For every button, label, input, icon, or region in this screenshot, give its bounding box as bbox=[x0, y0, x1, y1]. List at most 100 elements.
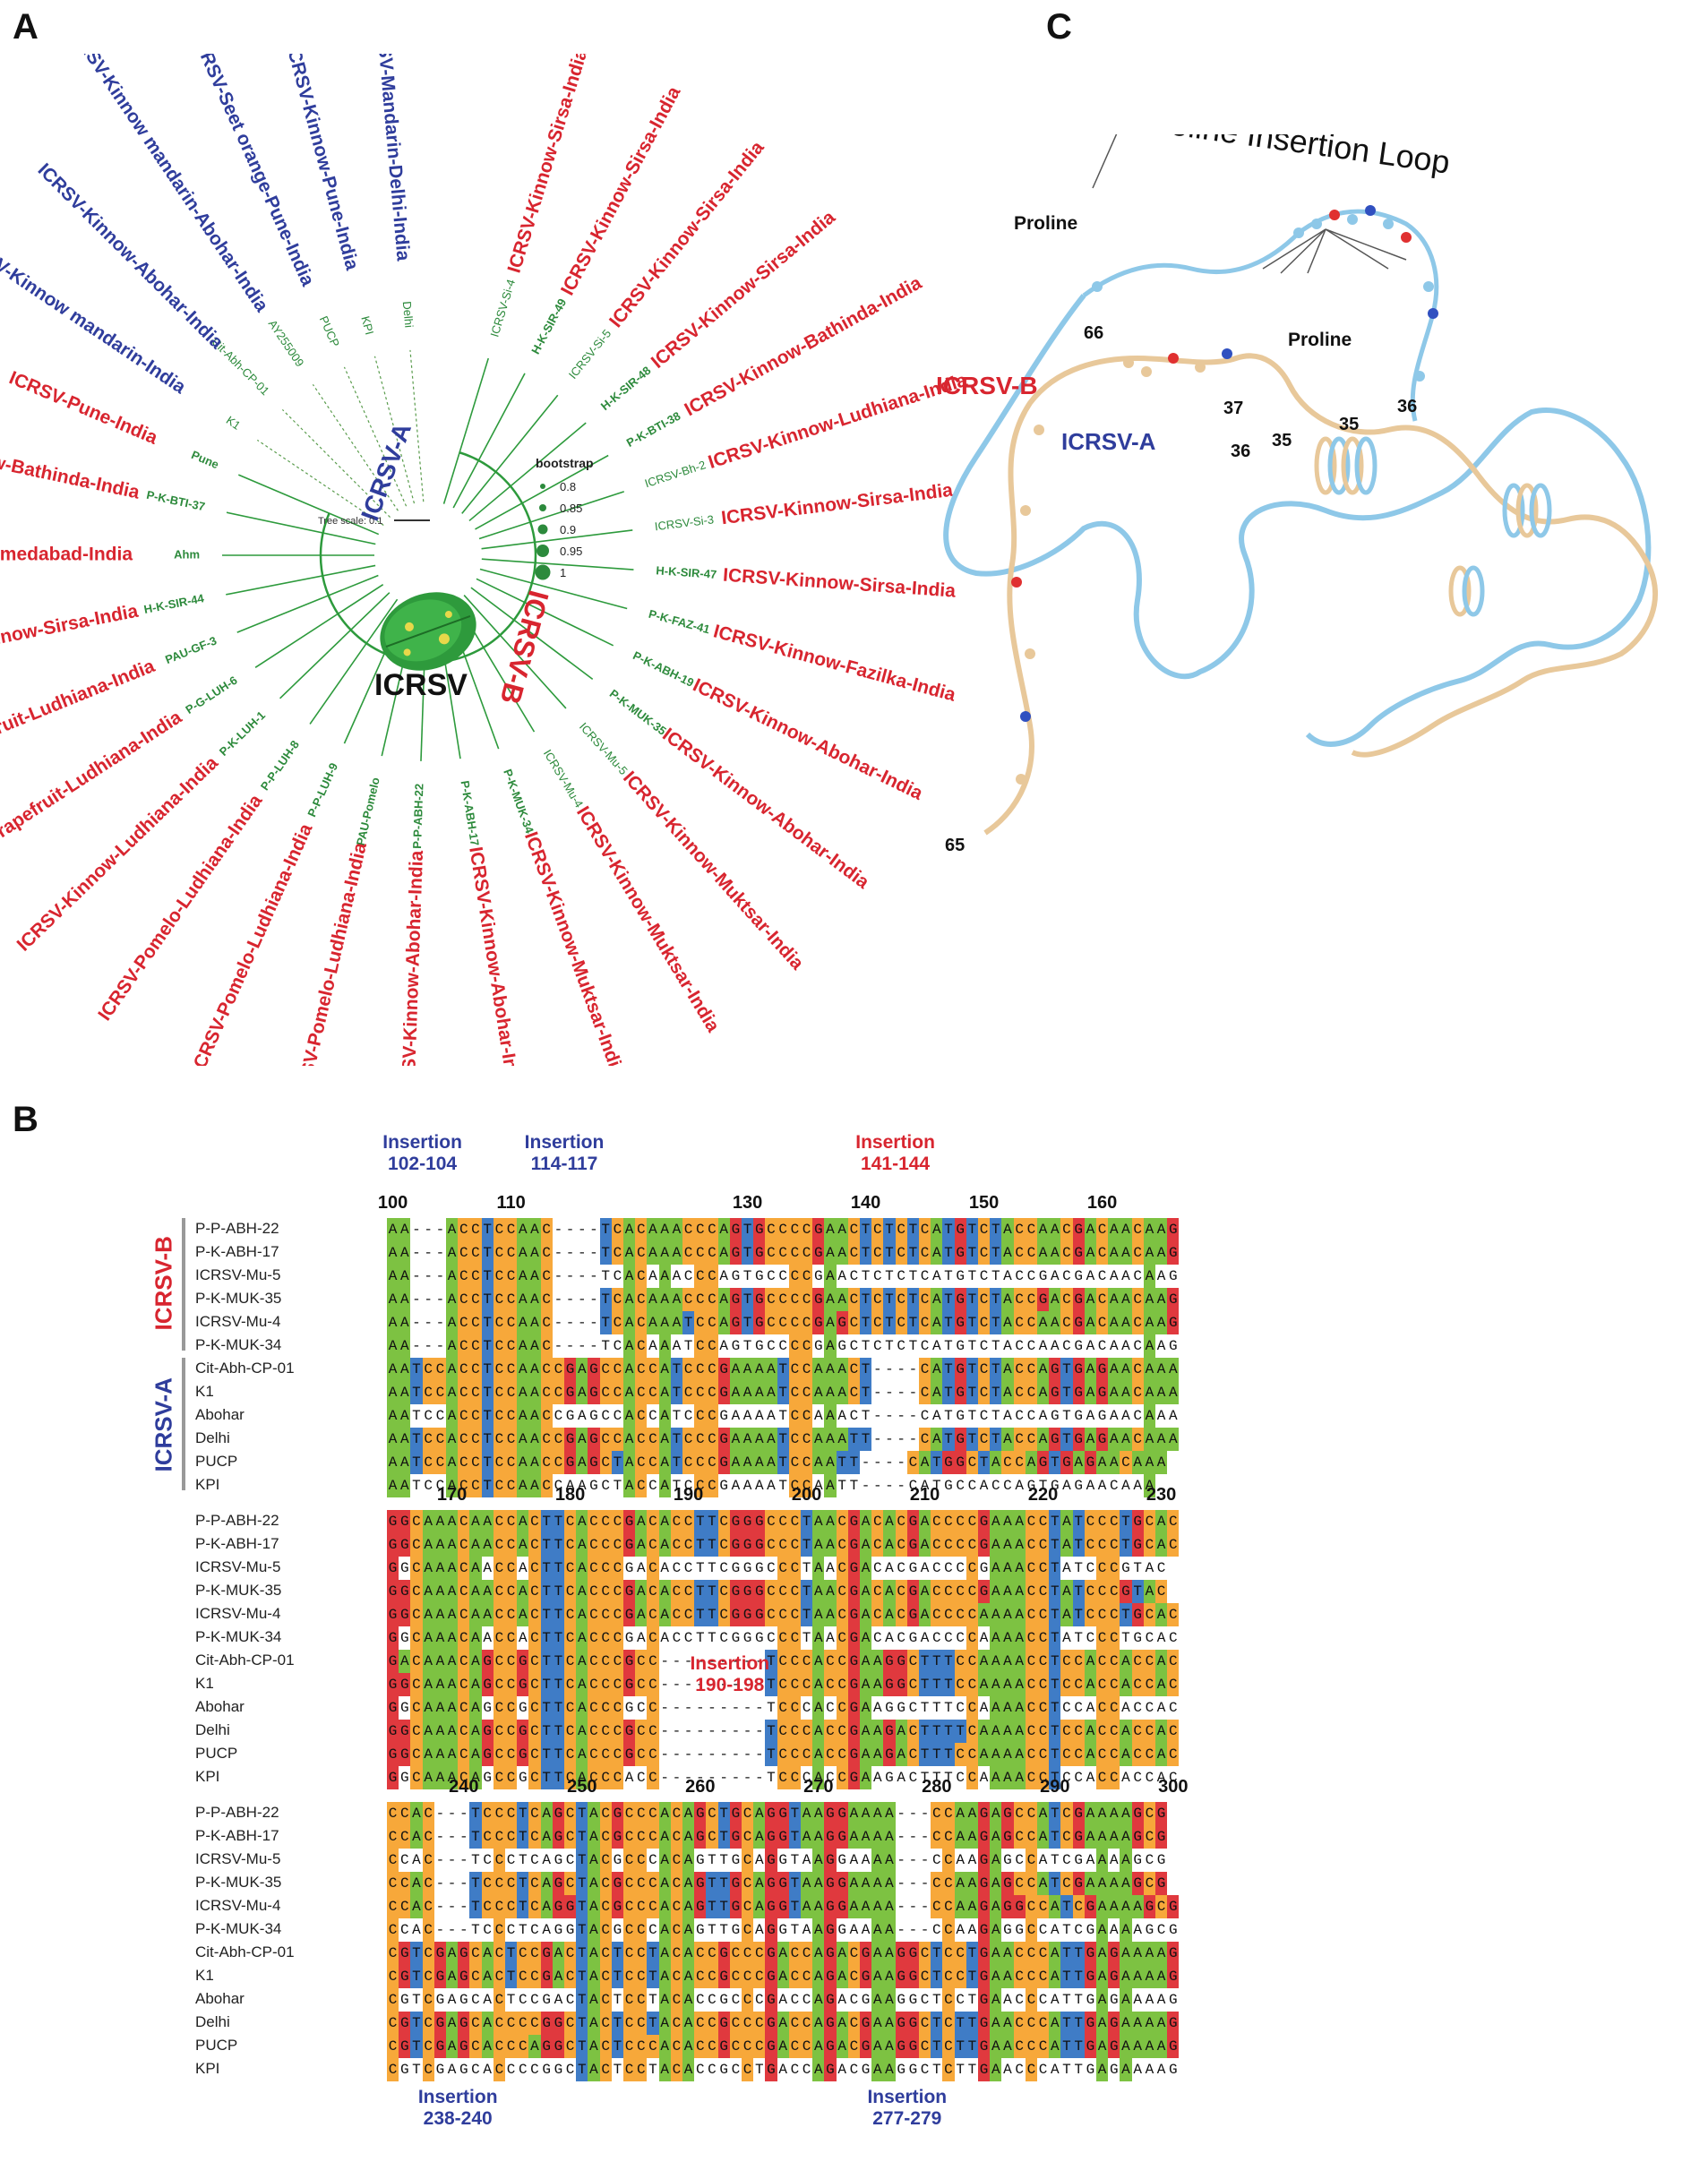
nucleotide-cell: T bbox=[410, 2035, 423, 2058]
nucleotide-cell: A bbox=[1131, 2035, 1144, 2058]
nucleotide-cell: C bbox=[469, 1241, 482, 1265]
nucleotide-cell: A bbox=[658, 1381, 671, 1404]
nucleotide-cell: C bbox=[1131, 1743, 1144, 1766]
sequence-name: Abohar bbox=[195, 1406, 245, 1423]
nucleotide-cell: C bbox=[422, 1451, 434, 1474]
nucleotide-cell: G bbox=[433, 1965, 446, 1988]
sequence-name: KPI bbox=[195, 1476, 220, 1493]
nucleotide-cell: C bbox=[847, 1942, 860, 1965]
nucleotide-cell: A bbox=[1096, 2012, 1109, 2035]
nucleotide-cell: T bbox=[991, 1408, 1000, 1424]
nucleotide-cell: C bbox=[670, 1510, 682, 1533]
nucleotide-cell: A bbox=[1120, 1895, 1132, 1918]
nucleotide-cell: C bbox=[788, 1557, 801, 1580]
nucleotide-cell: A bbox=[517, 1288, 529, 1311]
nucleotide-cell: C bbox=[694, 1451, 707, 1474]
nucleotide-cell: A bbox=[883, 1965, 896, 1988]
nucleotide-cell: G bbox=[1156, 1852, 1166, 1868]
nucleotide-cell: C bbox=[765, 1288, 777, 1311]
nucleotide-cell: A bbox=[658, 1404, 671, 1428]
nucleotide-cell: G bbox=[1096, 1428, 1109, 1451]
nucleotide-cell: G bbox=[1001, 1825, 1014, 1849]
nucleotide-cell: C bbox=[540, 1428, 553, 1451]
nucleotide-cell: C bbox=[399, 1895, 411, 1918]
nucleotide-cell: G bbox=[1109, 1992, 1119, 2008]
sequence-name: Delhi bbox=[195, 1721, 230, 1738]
nucleotide-cell: C bbox=[469, 1218, 482, 1241]
nucleotide-cell: C bbox=[954, 1965, 966, 1988]
nucleotide-cell: T bbox=[966, 1311, 978, 1334]
nucleotide-cell: A bbox=[517, 1474, 529, 1497]
nucleotide-cell: - bbox=[908, 1385, 918, 1401]
nucleotide-cell: A bbox=[778, 2062, 787, 2078]
sequence-name: Cit-Abh-CP-01 bbox=[195, 1360, 295, 1377]
nucleotide-cell: A bbox=[636, 1560, 646, 1576]
nucleotide-cell: C bbox=[706, 2035, 718, 2058]
nucleotide-cell: T bbox=[672, 1408, 682, 1424]
nucleotide-cell: G bbox=[978, 1918, 991, 1942]
nucleotide-cell: C bbox=[1167, 1533, 1180, 1557]
nucleotide-cell: A bbox=[483, 2062, 492, 2078]
nucleotide-cell: C bbox=[683, 1268, 693, 1284]
nucleotide-cell: G bbox=[754, 1338, 764, 1354]
nucleotide-cell: A bbox=[1120, 1650, 1132, 1673]
nucleotide-cell: C bbox=[599, 1802, 612, 1825]
nucleotide-cell: C bbox=[481, 1872, 494, 1895]
nucleotide-cell: C bbox=[458, 1334, 470, 1358]
nucleotide-cell: G bbox=[517, 1743, 529, 1766]
nucleotide-cell: C bbox=[1167, 1510, 1180, 1533]
nucleotide-cell: G bbox=[588, 1381, 600, 1404]
nucleotide-cell: C bbox=[564, 1557, 577, 1580]
nucleotide-cell: A bbox=[1120, 1872, 1132, 1895]
nucleotide-cell: G bbox=[954, 1358, 966, 1381]
nucleotide-cell: A bbox=[1121, 1408, 1130, 1424]
nucleotide-cell: T bbox=[540, 1696, 553, 1720]
nucleotide-cell: C bbox=[564, 1825, 577, 1849]
nucleotide-cell: C bbox=[694, 1404, 707, 1428]
nucleotide-cell: A bbox=[1120, 2012, 1132, 2035]
nucleotide-cell: A bbox=[1120, 1241, 1132, 1265]
nucleotide-cell: T bbox=[966, 2012, 978, 2035]
nucleotide-cell: G bbox=[895, 2035, 907, 2058]
nucleotide-cell: C bbox=[1060, 1218, 1073, 1241]
nucleotide-cell: A bbox=[990, 1626, 1002, 1650]
nucleotide-cell: C bbox=[919, 1965, 931, 1988]
nucleotide-cell: G bbox=[433, 2012, 446, 2035]
nucleotide-cell: C bbox=[847, 1381, 860, 1404]
nucleotide-cell: C bbox=[648, 1922, 657, 1938]
nucleotide-cell: C bbox=[1108, 1743, 1120, 1766]
nucleotide-cell: T bbox=[1049, 1720, 1061, 1743]
nucleotide-cell: C bbox=[540, 1381, 553, 1404]
nucleotide-cell: C bbox=[1108, 1580, 1120, 1603]
nucleotide-cell: A bbox=[742, 1451, 754, 1474]
nucleotide-cell: C bbox=[528, 1603, 541, 1626]
nucleotide-cell: A bbox=[1120, 1942, 1132, 1965]
nucleotide-cell: A bbox=[837, 1268, 846, 1284]
tree-branches bbox=[222, 349, 634, 761]
tree-branch bbox=[254, 584, 384, 668]
nucleotide-cell: C bbox=[458, 1451, 470, 1474]
nucleotide-cell: C bbox=[767, 1560, 776, 1576]
nucleotide-cell: C bbox=[836, 1510, 848, 1533]
nucleotide-cell: C bbox=[481, 1802, 494, 1825]
nucleotide-cell: T bbox=[706, 1895, 718, 1918]
nucleotide-cell: A bbox=[753, 1895, 766, 1918]
nucleotide-cell: C bbox=[788, 1510, 801, 1533]
nucleotide-cell: T bbox=[481, 1381, 494, 1404]
nucleotide-cell: A bbox=[731, 1408, 741, 1424]
nucleotide-cell: A bbox=[1131, 1965, 1144, 1988]
nucleotide-cell: C bbox=[956, 1992, 965, 2008]
nucleotide-cell: A bbox=[1050, 2062, 1060, 2078]
nucleotide-cell: C bbox=[1120, 1451, 1132, 1474]
nucleotide-cell: - bbox=[719, 1700, 728, 1716]
nucleotide-cell: C bbox=[682, 1580, 695, 1603]
nucleotide-cell: T bbox=[802, 1630, 811, 1646]
nucleotide-cell: G bbox=[1145, 1922, 1154, 1938]
nucleotide-cell: C bbox=[493, 1849, 505, 1872]
nucleotide-cell: C bbox=[1086, 1560, 1095, 1576]
nucleotide-cell: A bbox=[422, 1696, 434, 1720]
nucleotide-cell: A bbox=[990, 1802, 1002, 1825]
nucleotide-cell: C bbox=[1037, 2035, 1050, 2058]
nucleotide-cell: A bbox=[1001, 1510, 1014, 1533]
nucleotide-cell: C bbox=[897, 1268, 905, 1284]
